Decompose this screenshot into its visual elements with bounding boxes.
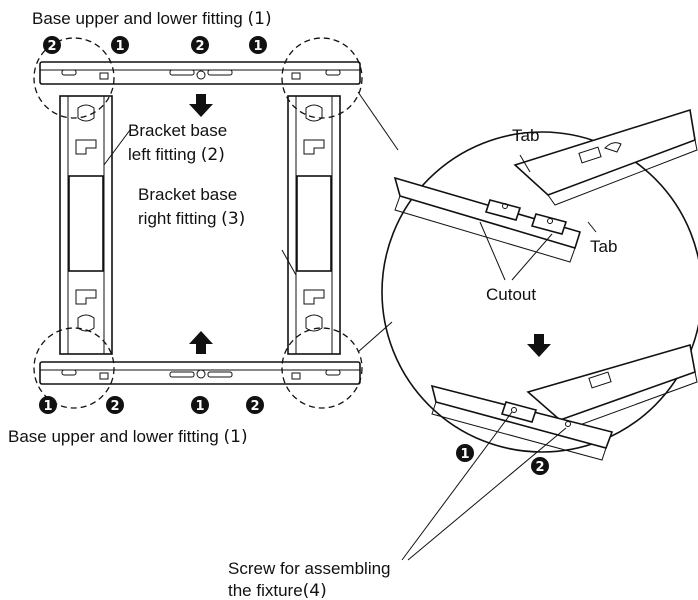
marker-bottom-2: 2 [106, 396, 124, 414]
arrow-down-icon [189, 94, 213, 117]
label-tab-lower: Tab [590, 237, 617, 256]
marker-label: 1 [460, 447, 469, 462]
marker-bottom-4: 2 [246, 396, 264, 414]
marker-label: 1 [43, 399, 52, 414]
label-bracket-right-line2: right fitting (3) [138, 209, 245, 229]
label-bracket-right-line1: Bracket base [138, 185, 237, 204]
marker-label: 2 [110, 399, 119, 414]
marker-label: 1 [115, 39, 124, 54]
detail-circle-top-right [281, 37, 363, 119]
marker-label: 2 [47, 39, 56, 54]
label-screw-line2: the fixture(4) [228, 581, 327, 600]
marker-detail-2: 2 [531, 457, 549, 475]
marker-top-1: 2 [43, 36, 61, 54]
label-bracket-left-line2: left fitting (2) [128, 145, 225, 165]
marker-bottom-3: 1 [191, 396, 209, 414]
base-lower-fitting [39, 361, 361, 385]
arrow-up-icon [189, 331, 213, 354]
marker-label: 2 [195, 39, 204, 54]
detail-circle-bottom-right [281, 327, 363, 409]
base-upper-fitting [39, 61, 361, 85]
marker-top-4: 1 [249, 36, 267, 54]
detail-circle-top-left [33, 37, 115, 119]
label-bracket-left-line1: Bracket base [128, 121, 227, 140]
label-base-fitting-top: Base upper and lower fitting (1) [32, 9, 272, 29]
marker-bottom-1: 1 [39, 396, 57, 414]
label-screw-line1: Screw for assembling [228, 559, 391, 578]
label-cutout: Cutout [486, 285, 536, 304]
bracket-base-left-fitting [59, 95, 113, 355]
detail-assembled-view [430, 343, 698, 461]
marker-top-2: 1 [111, 36, 129, 54]
detail-exploded-view [393, 108, 698, 263]
label-tab-upper: Tab [512, 126, 539, 145]
marker-label: 1 [195, 399, 204, 414]
marker-top-3: 2 [191, 36, 209, 54]
detail-circle-bottom-left [33, 327, 115, 409]
bracket-base-right-fitting [287, 95, 341, 355]
marker-label: 2 [535, 460, 544, 475]
marker-detail-1: 1 [456, 444, 474, 462]
detail-arrow-down-icon [527, 334, 551, 357]
marker-label: 2 [250, 399, 259, 414]
label-base-fitting-bottom: Base upper and lower fitting (1) [8, 427, 248, 447]
marker-label: 1 [253, 39, 262, 54]
